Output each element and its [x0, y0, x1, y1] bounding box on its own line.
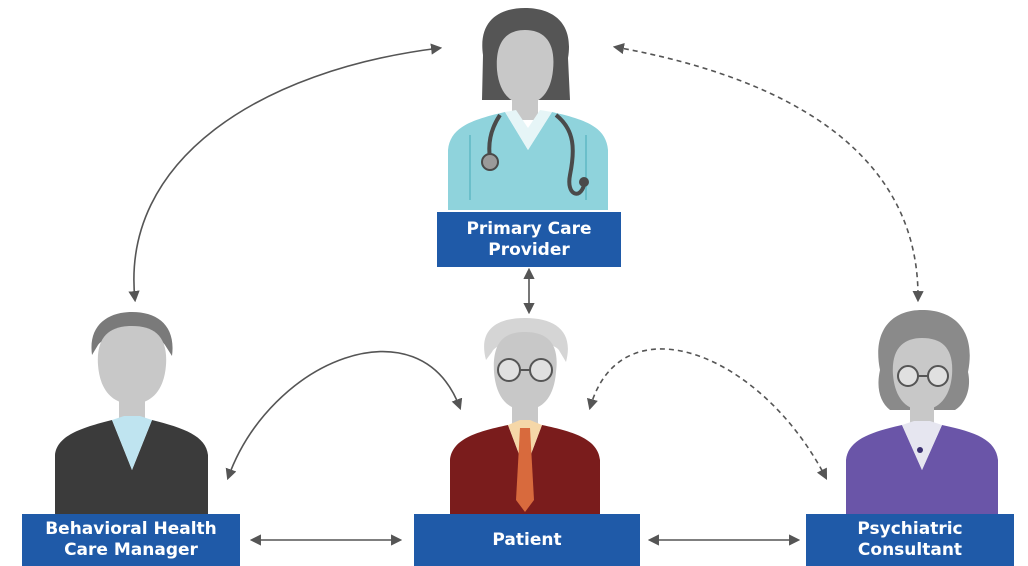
doctor-icon — [448, 8, 608, 210]
arrow-patient-to-psychiatrist-curved — [587, 348, 828, 480]
psychiatric-label-line2: Consultant — [857, 540, 963, 560]
patient-icon — [450, 318, 600, 515]
arrow-care-manager-to-pcp — [128, 43, 443, 303]
arrow-pcp-to-psychiatrist — [612, 43, 924, 303]
psychiatric-consultant-label: Psychiatric Consultant — [806, 514, 1014, 566]
patient-label-text: Patient — [492, 529, 562, 550]
psychiatrist-icon — [846, 310, 998, 515]
behavioral-health-label: Behavioral Health Care Manager — [22, 514, 240, 566]
primary-care-label-line2: Provider — [488, 239, 570, 260]
care-manager-icon — [55, 312, 208, 515]
connectors — [128, 43, 924, 546]
arrow-care-manager-to-patient-curved — [225, 350, 463, 481]
primary-care-provider-label: Primary Care Provider — [437, 212, 621, 267]
behavioral-label-line1: Behavioral Health — [45, 519, 217, 539]
primary-care-label-line1: Primary Care — [466, 218, 592, 239]
behavioral-label-line2: Care Manager — [64, 540, 198, 560]
psychiatric-label-line1: Psychiatric — [857, 519, 963, 539]
patient-label: Patient — [414, 514, 640, 566]
